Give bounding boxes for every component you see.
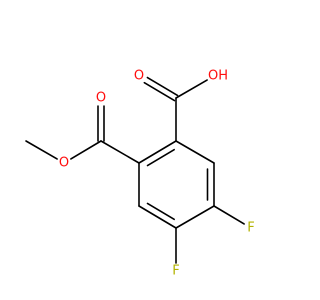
single-bond-line (175, 205, 215, 229)
oxygen-atom-label: O (96, 91, 106, 106)
double-bond-outer-line (138, 140, 177, 164)
structure-diagram: O OH O O F F (0, 0, 300, 300)
bond-11-12 (25, 140, 58, 160)
double-bond-line-b (143, 81, 176, 102)
single-bond-line (175, 140, 215, 164)
bond-9-10 (97, 105, 105, 142)
bond-3-4 (138, 202, 177, 229)
fluorine-atom-label: F (247, 221, 254, 236)
atoms-layer: O OH O O F F (59, 69, 255, 279)
bond-1-2 (206, 162, 215, 207)
double-bond-outer-line (138, 205, 177, 229)
bond-6-8 (175, 79, 208, 99)
fluorine-atom-label: F (172, 264, 179, 279)
bond-2-13 (213, 205, 245, 225)
bond-5-9 (100, 140, 140, 164)
bonds-layer (25, 76, 245, 264)
single-bond-line (213, 205, 245, 225)
double-bond-line-a (146, 76, 179, 97)
bond-5-0 (138, 140, 177, 167)
double-bond-inner-line (146, 148, 175, 167)
oxygen-atom-label: O (134, 69, 144, 84)
background (0, 0, 300, 300)
bond-6-7 (143, 76, 179, 102)
oxygen-atom-label: O (59, 156, 69, 171)
oxygen-atom-label: OH (208, 69, 228, 84)
double-bond-inner-line (146, 202, 175, 221)
bond-2-3 (175, 205, 215, 229)
single-bond-line (70, 140, 102, 160)
single-bond-line (175, 79, 208, 99)
single-bond-line (100, 140, 140, 164)
single-bond-line (25, 140, 58, 160)
bond-0-1 (175, 140, 215, 164)
bond-9-11 (70, 140, 102, 160)
